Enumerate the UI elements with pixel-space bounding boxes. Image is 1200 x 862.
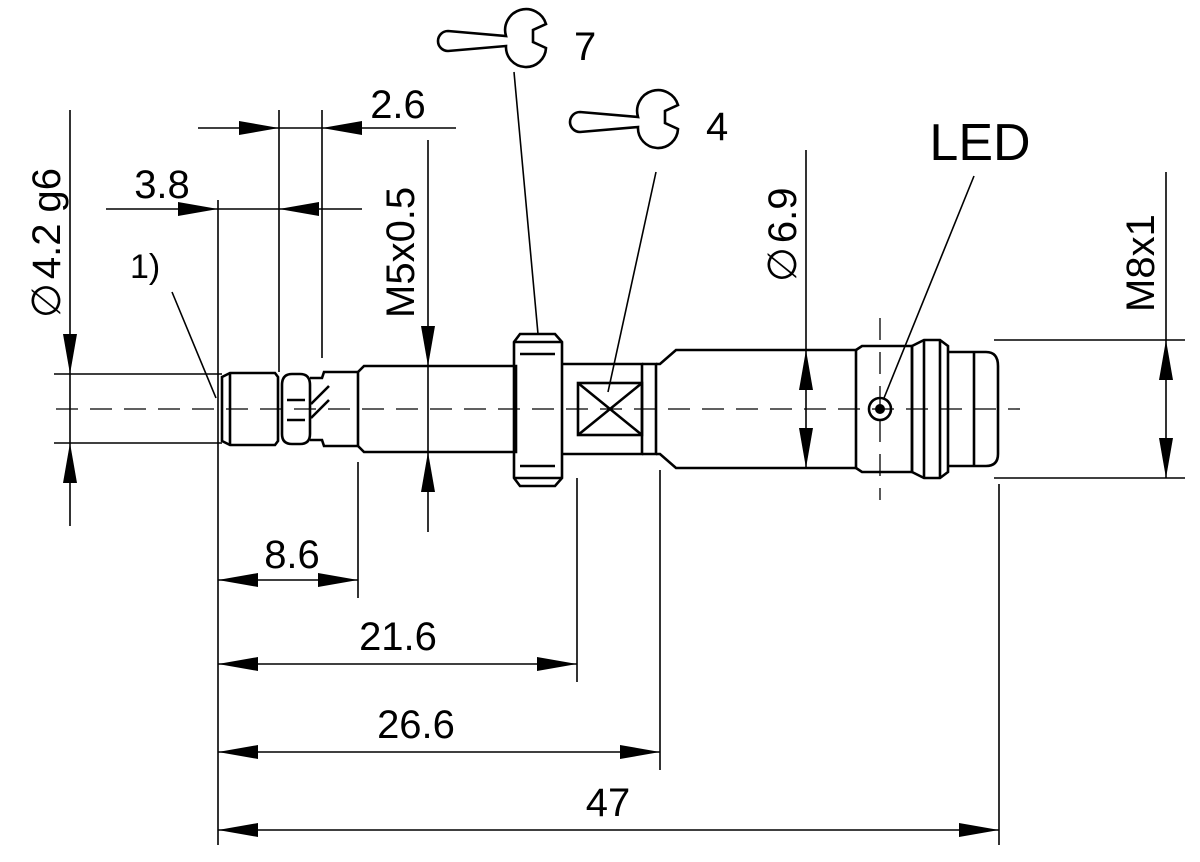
led-label: LED xyxy=(929,114,1030,172)
wrench-4-size: 4 xyxy=(706,105,728,149)
tip-diameter-value: 4.2 g6 xyxy=(25,168,69,279)
dim-body-diameter-label: ∅6.9 xyxy=(761,188,805,282)
wrench-4-icon xyxy=(568,88,680,150)
sensor-outline xyxy=(220,332,1000,488)
dim-47-label: 47 xyxy=(586,781,631,825)
dimension-2-6 xyxy=(198,121,456,135)
svg-text:∅6.9: ∅6.9 xyxy=(761,188,805,282)
dimension-m5-thread xyxy=(421,140,435,532)
m8-thread-text: M8x1 xyxy=(1119,214,1163,312)
dimension-m8-thread xyxy=(1159,172,1173,478)
dim-m5-label: M5x0.5 xyxy=(379,187,423,318)
dim-m8-label: M8x1 xyxy=(1119,214,1163,312)
dimension-26-6 xyxy=(218,745,660,759)
dimension-47 xyxy=(218,823,999,837)
dimension-8-6 xyxy=(218,573,358,587)
dim-21-6-label: 21.6 xyxy=(359,615,437,659)
dimension-21-6 xyxy=(218,657,577,671)
m5-thread-text: M5x0.5 xyxy=(379,187,423,318)
note-marker: 1) xyxy=(130,248,160,286)
wrench-7-size: 7 xyxy=(574,25,596,69)
extension-lines xyxy=(54,110,1185,845)
body-diameter-value: 6.9 xyxy=(761,188,805,244)
leader-lines xyxy=(171,71,975,399)
diameter-symbol-body: ∅ xyxy=(761,247,805,282)
diameter-symbol: ∅ xyxy=(25,283,69,318)
dim-26-6-label: 26.6 xyxy=(377,703,455,747)
dimension-tip-diameter xyxy=(63,110,77,526)
dim-8-6-label: 8.6 xyxy=(264,533,320,577)
dimension-body-diameter xyxy=(799,150,813,468)
dim-3-8-label: 3.8 xyxy=(134,163,190,207)
dim-2-6-label: 2.6 xyxy=(370,83,426,127)
wrench-7-icon xyxy=(436,7,548,69)
dim-tip-diameter-label: ∅ 4.2 g6 xyxy=(25,168,69,318)
dimension-3-8 xyxy=(106,202,362,216)
svg-text:∅4.2 g6: ∅ 4.2 g6 xyxy=(25,168,69,318)
